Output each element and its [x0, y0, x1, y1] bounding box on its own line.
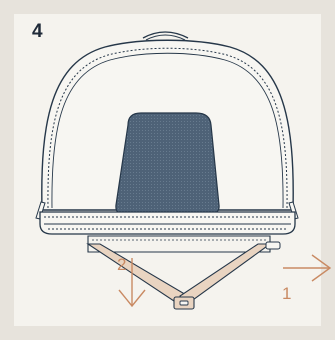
arrow-right-label: 1: [282, 284, 291, 304]
strap-left: [88, 244, 188, 305]
strap-right: [180, 244, 270, 305]
carrier-base: [40, 212, 295, 234]
strap-pocket: [88, 236, 270, 252]
carrier-handle-inner: [146, 35, 185, 40]
arrow-right-icon: [283, 255, 330, 281]
strap-clip: [266, 242, 280, 249]
mesh-window: [116, 113, 219, 214]
buckle-slot: [180, 301, 188, 305]
arrow-down-label: 2: [117, 255, 126, 275]
